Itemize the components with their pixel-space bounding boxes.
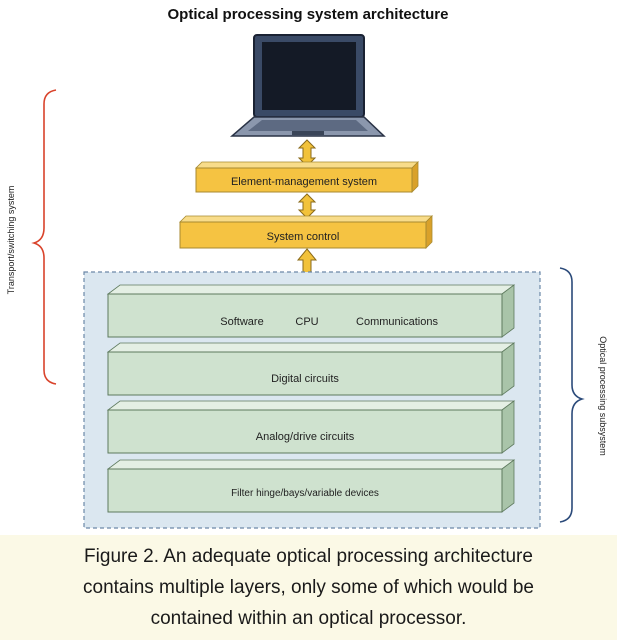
element-management-box: Element-management system — [195, 161, 419, 193]
diagram-title: Optical processing system architecture — [168, 6, 449, 23]
architecture-diagram: Optical processing system architecture E… — [6, 6, 608, 529]
transport-switching-label: Transport/switching system — [6, 186, 16, 295]
system-control-label: System control — [267, 231, 340, 243]
optical-subsystem-label: Optical processing subsystem — [598, 336, 608, 456]
caption-line-1: Figure 2. An adequate optical processing… — [84, 546, 533, 567]
figure-caption: Figure 2. An adequate optical processing… — [0, 535, 617, 640]
layer-digital-circuits: Digital circuits — [106, 342, 516, 396]
optical-subsystem-bracket — [559, 267, 585, 523]
communications-label: Communications — [356, 316, 438, 328]
caption-line-3: contained within an optical processor. — [150, 608, 467, 629]
cpu-label: CPU — [295, 316, 318, 328]
caption-line-2: contains multiple layers, only some of w… — [83, 577, 534, 598]
layer-filter-devices: Filter hinge/bays/variable devices — [106, 459, 516, 513]
digital-circuits-label: Digital circuits — [271, 373, 339, 385]
arrow-element-management-to-system-control — [297, 193, 317, 219]
layer-software-cpu-communications: Software CPU Communications — [106, 284, 516, 338]
system-control-box: System control — [179, 215, 433, 249]
software-label: Software — [220, 316, 263, 328]
element-management-label: Element-management system — [231, 176, 377, 188]
analog-drive-label: Analog/drive circuits — [256, 431, 355, 443]
filter-devices-label: Filter hinge/bays/variable devices — [231, 488, 379, 499]
laptop-icon — [229, 34, 386, 137]
layer-analog-drive-circuits: Analog/drive circuits — [106, 400, 516, 454]
transport-switching-bracket — [31, 89, 57, 385]
